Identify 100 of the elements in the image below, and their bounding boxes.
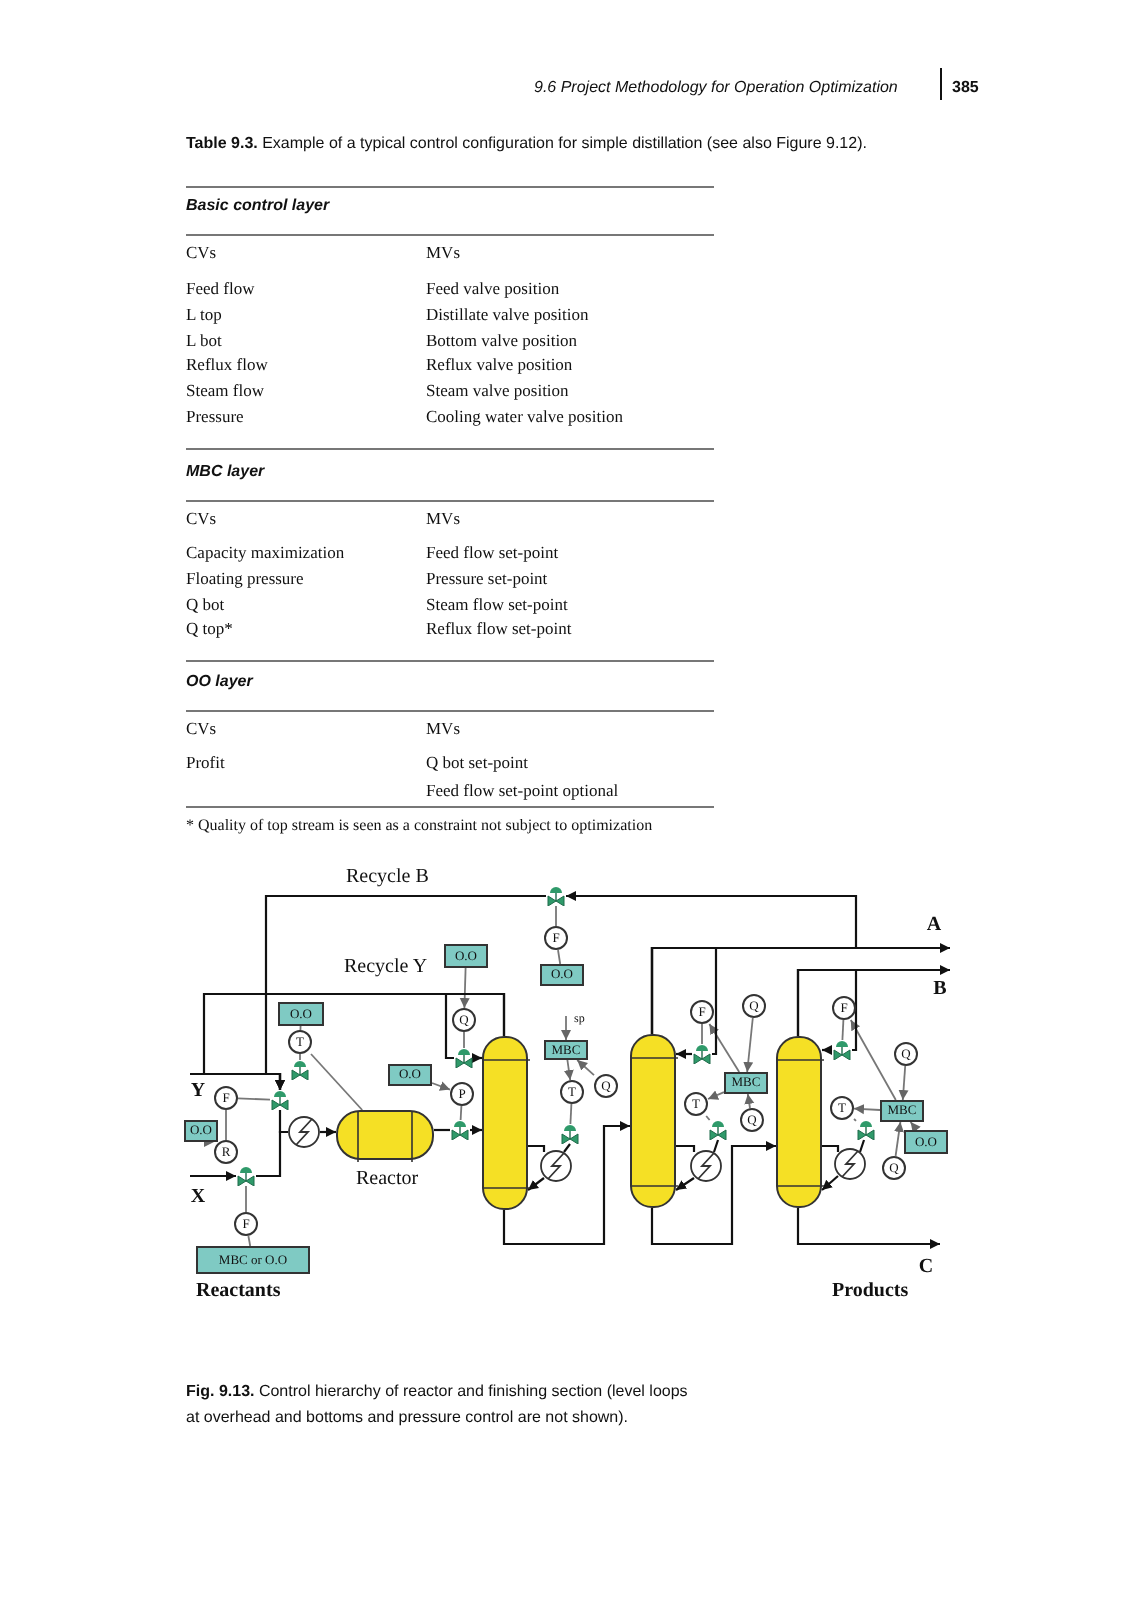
table-cell: CVs [186, 242, 217, 262]
stream-label: Y [188, 1078, 208, 1102]
signal-line [849, 1019, 897, 1101]
process-line [320, 1127, 336, 1137]
control-valve [560, 1124, 580, 1144]
signal-line [247, 1235, 252, 1247]
table-cell: Steam valve position [426, 380, 569, 401]
table-cell: Steam flow set-point [426, 593, 568, 614]
heat-exchanger [540, 1150, 572, 1182]
table-section-heading: OO layer [186, 672, 253, 692]
table-cell: Pressure [186, 406, 244, 426]
process-line [190, 1072, 285, 1090]
process-line [822, 1144, 840, 1152]
process-line [650, 1141, 776, 1246]
heat-exchanger [834, 1148, 866, 1180]
control-valve [450, 1120, 470, 1140]
table-cell: Cooling water valve position [426, 406, 623, 426]
signal-line [237, 1097, 271, 1101]
figure-caption: Fig. 9.13. Control hierarchy of reactor and finishing section (level loops at overhead and bottoms and pressure control are not shown). [186, 1380, 690, 1430]
signal-line [225, 1109, 227, 1141]
table-cell: L top [186, 303, 222, 324]
control-valve [708, 1120, 728, 1140]
table-section-heading: Basic control layer [186, 196, 330, 216]
signal-line [707, 1090, 725, 1100]
control-valve [856, 1120, 876, 1140]
process-line [190, 1171, 236, 1181]
heat-exchanger [690, 1150, 722, 1182]
distillation-column [482, 1036, 528, 1210]
table-footnote: * Quality of top stream is seen as a constraint not subject to optimization [186, 816, 653, 836]
control-valve [692, 1044, 712, 1064]
signal-line [853, 1104, 881, 1115]
table-cell: Feed flow set-point optional [426, 780, 619, 800]
signal-line [299, 1025, 302, 1031]
table-cell: Q bot [186, 593, 225, 614]
signal-line [744, 1093, 755, 1109]
stream-label: Reactor [356, 1170, 419, 1190]
process-line [858, 1139, 866, 1153]
stream-label: Recycle B [346, 868, 429, 888]
table-cell: Bottom valve position [426, 329, 578, 350]
signal-line [898, 1065, 909, 1101]
control-valve [290, 1060, 310, 1080]
process-line [821, 1175, 839, 1191]
stream-label: C [916, 1254, 936, 1278]
table-cell: MVs [426, 508, 461, 528]
process-line [434, 1128, 450, 1132]
table-cell: Feed valve position [426, 278, 560, 298]
reactor-vessel [336, 1110, 434, 1160]
stream-label: B [930, 976, 950, 1000]
table-cell: Floating pressure [186, 567, 304, 588]
table-cell: Profit [186, 752, 225, 772]
table-cell: Q top* [186, 618, 233, 639]
table-cell: L bot [186, 329, 222, 350]
process-line [278, 1110, 288, 1134]
signal-line [853, 1118, 857, 1122]
process-line [712, 1139, 720, 1153]
control-valve [454, 1048, 474, 1068]
signal-line [841, 1019, 845, 1041]
process-line [650, 946, 718, 1056]
signal-line [245, 1185, 247, 1213]
process-line [528, 1144, 546, 1152]
page-number: 385 [952, 78, 979, 98]
signal-line [701, 1023, 703, 1045]
table-cell: Steam flow [186, 380, 264, 401]
table-caption: Table 9.3. Example of a typical control configuration for simple distillation (see also Figure 9.12). [186, 134, 867, 154]
process-line [796, 968, 858, 1052]
process-line [502, 1121, 630, 1246]
process-line [822, 1045, 832, 1055]
distillation-column [630, 1034, 676, 1208]
table-cell: MVs [426, 718, 461, 738]
table-section-heading: MBC layer [186, 462, 265, 482]
signal-line [576, 1059, 595, 1077]
process-line [675, 1177, 695, 1191]
stream-label: X [188, 1184, 208, 1208]
process-line [676, 1049, 692, 1059]
signal-line [431, 1081, 451, 1091]
signal-line [561, 1015, 571, 1041]
table-cell: CVs [186, 508, 217, 528]
stream-label: Products [832, 1282, 909, 1302]
signal-line [459, 1105, 463, 1121]
signal-line [299, 1053, 301, 1061]
signal-line [569, 1103, 573, 1125]
signal-line [555, 905, 557, 927]
table-cell: Feed flow [186, 278, 255, 298]
stream-label: Recycle Y [344, 958, 428, 978]
signal-line [743, 1017, 754, 1073]
signal-line [310, 1053, 364, 1111]
stream-label: A [924, 912, 944, 936]
stream-label: Reactants [196, 1282, 281, 1302]
table-cell: Capacity maximization [186, 542, 345, 562]
table-cell: Q bot set-point [426, 752, 528, 772]
running-header: 9.6 Project Methodology for Operation Optimization [534, 78, 898, 98]
distillation-column [776, 1036, 822, 1208]
table-cell: Reflux flow set-point [426, 618, 572, 639]
table-cell: Distillate valve position [426, 303, 589, 324]
signal-line [463, 1031, 465, 1049]
table-cell: MVs [426, 242, 461, 262]
control-valve [832, 1040, 852, 1060]
process-line [470, 1125, 482, 1135]
heat-exchanger [288, 1116, 320, 1148]
table-cell: Reflux flow [186, 354, 268, 375]
